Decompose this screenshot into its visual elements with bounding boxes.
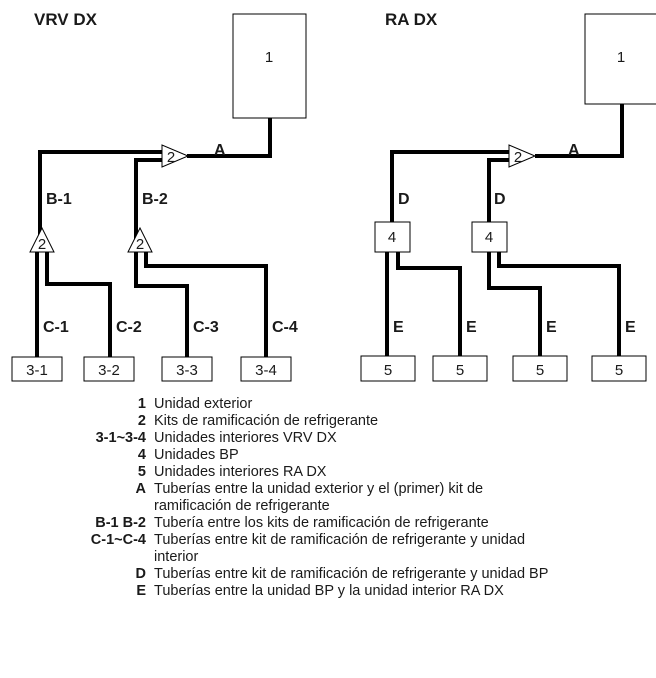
indoor-unit-3-2: 3-2: [83, 356, 135, 382]
pipe-a-vrv: [187, 118, 272, 158]
indoor-unit-5-c: 5: [512, 355, 568, 382]
indoor-unit-3-3: 3-3: [161, 356, 213, 382]
legend-text: Tuberías entre kit de ramificación de re…: [154, 532, 526, 565]
pipe-e-4-label: E: [625, 319, 636, 336]
indoor-unit-5-d: 5: [591, 355, 647, 382]
legend-key: C-1~C-4: [90, 532, 146, 548]
pipe-e-1-label: E: [393, 319, 404, 336]
pipe-e-2-label: E: [466, 319, 477, 336]
legend-item-5: 5 Unidades interiores RA DX: [0, 464, 656, 481]
legend-key: E: [136, 583, 146, 599]
pipe-b1-label: B-1: [46, 191, 72, 208]
legend-text: Kits de ramificación de refrigerante: [154, 413, 379, 429]
pipe-e-2: [396, 252, 462, 356]
indoor-unit-5-a-label: 5: [384, 362, 392, 379]
indoor-unit-3-1-label: 3-1: [26, 362, 48, 379]
outdoor-unit-vrv-label: 1: [265, 49, 273, 66]
legend-item-2: 2 Kits de ramificación de refrigerante: [0, 413, 656, 430]
legend-text: Unidad exterior: [154, 396, 253, 412]
legend-key: D: [135, 566, 146, 582]
indoor-unit-5-b-label: 5: [456, 362, 464, 379]
indoor-unit-3-4: 3-4: [240, 356, 292, 382]
vrv-dx-title: VRV DX: [34, 10, 98, 29]
pipe-c1-label: C-1: [43, 319, 69, 336]
branch-kit-main-vrv-label: 2: [167, 149, 175, 166]
legend-item-e: E Tuberías entre la unidad BP y la unida…: [0, 583, 656, 600]
legend-item-3: 3-1~3-4 Unidades interiores VRV DX: [0, 430, 656, 447]
indoor-unit-5-c-label: 5: [536, 362, 544, 379]
outdoor-unit-ra: [584, 13, 656, 105]
bp-unit-left-label: 4: [388, 229, 396, 246]
legend-item-1: 1 Unidad exterior: [0, 396, 656, 413]
legend-item-c: C-1~C-4 Tuberías entre kit de ramificaci…: [0, 532, 656, 566]
legend-item-a: A Tuberías entre la unidad exterior y el…: [0, 481, 656, 515]
pipe-c3: [134, 248, 189, 357]
pipe-a-vrv-label: A: [214, 142, 226, 159]
indoor-unit-3-1: 3-1: [11, 356, 63, 382]
pipe-c4-label: C-4: [272, 319, 298, 336]
legend-key: 2: [137, 413, 146, 429]
branch-kit-main-vrv: [161, 144, 190, 168]
pipe-e-3-label: E: [546, 319, 557, 336]
indoor-unit-5-b: 5: [432, 355, 488, 382]
legend-item-d: D Tuberías entre kit de ramificación de …: [0, 566, 656, 583]
indoor-unit-3-2-label: 3-2: [98, 362, 120, 379]
ra-dx-title: RA DX: [385, 10, 438, 29]
legend-text: Unidades interiores RA DX: [154, 464, 327, 480]
legend-item-b: B-1 B-2 Tubería entre los kits de ramifi…: [0, 515, 656, 532]
legend-text: Tuberías entre la unidad BP y la unidad …: [154, 583, 504, 599]
legend-text: Tuberías entre la unidad exterior y el (…: [154, 481, 484, 514]
bp-unit-left: [374, 221, 411, 253]
pipe-b2: [134, 158, 166, 240]
legend-key: 5: [137, 464, 146, 480]
indoor-unit-3-3-label: 3-3: [176, 362, 198, 379]
pipe-c2: [45, 248, 112, 357]
pipe-a-ra: [535, 104, 624, 158]
legend-text: Tuberías entre kit de ramificación de re…: [154, 566, 549, 582]
branch-kit-right-vrv: [127, 226, 153, 253]
legend-key: 3-1~3-4: [95, 430, 146, 446]
branch-kit-main-ra-label: 2: [514, 149, 522, 166]
legend-key: B-1 B-2: [95, 515, 146, 531]
pipe-d-left: [390, 150, 514, 222]
pipe-c4: [144, 248, 268, 357]
outdoor-unit-ra-label: 1: [617, 49, 625, 66]
legend-text: Unidades interiores VRV DX: [154, 430, 337, 446]
pipe-c2-label: C-2: [116, 319, 142, 336]
branch-kit-left-vrv-label: 2: [38, 236, 46, 253]
legend-text: Tubería entre los kits de ramificación d…: [154, 515, 489, 531]
indoor-unit-5-d-label: 5: [615, 362, 623, 379]
branch-kit-left-vrv: [29, 226, 55, 253]
branch-kit-main-ra: [508, 144, 537, 168]
legend-key: A: [135, 481, 146, 497]
bp-unit-right-label: 4: [485, 229, 493, 246]
legend-key: 1: [137, 396, 146, 412]
legend-key: 4: [137, 447, 146, 463]
pipe-c3-label: C-3: [193, 319, 219, 336]
legend: 1 Unidad exterior 2 Kits de ramificación…: [0, 396, 656, 600]
branch-kit-right-vrv-label: 2: [136, 236, 144, 253]
pipe-d-right-label: D: [494, 191, 506, 208]
bp-unit-right: [471, 221, 508, 253]
piping-diagram: VRV DX 1 2 2 2 A B-1 B-2 C-1 C-2 C-3 C-4…: [11, 10, 656, 382]
pipe-e-3: [487, 252, 542, 356]
pipe-e-4: [497, 252, 621, 356]
indoor-unit-5-a: 5: [360, 355, 416, 382]
indoor-unit-3-4-label: 3-4: [255, 362, 277, 379]
pipe-b2-label: B-2: [142, 191, 168, 208]
legend-text: Unidades BP: [154, 447, 239, 463]
pipe-a-ra-label: A: [568, 142, 580, 159]
pipe-d-right: [487, 158, 514, 222]
outdoor-unit-vrv: [232, 13, 307, 119]
legend-item-4: 4 Unidades BP: [0, 447, 656, 464]
pipe-d-left-label: D: [398, 191, 410, 208]
